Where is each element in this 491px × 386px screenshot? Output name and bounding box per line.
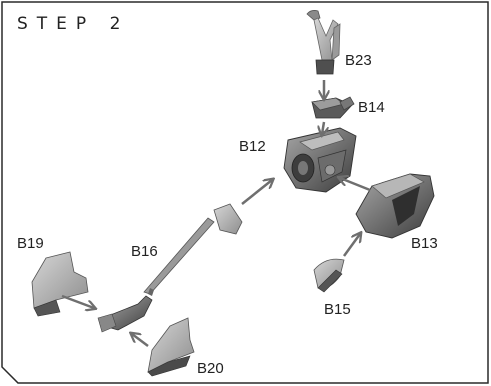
part-b23 [306,10,341,75]
arrow-b20-to-b16 [132,334,149,347]
label-b12: B12 [239,138,266,155]
arrow-b15-to-b13 [342,234,360,257]
part-b19 [31,251,89,317]
part-b15 [313,258,345,293]
arrow-b19-to-b16 [61,294,94,308]
label-b14: B14 [358,99,385,116]
part-b13 [355,173,435,239]
label-b15: B15 [324,301,351,318]
label-b13: B13 [411,235,438,252]
arrow-b14-to-b12 [322,121,324,134]
label-b16: B16 [131,243,158,260]
arrow-b13-to-b12 [340,178,371,192]
label-b20: B20 [197,360,224,377]
part-b12 [283,127,357,193]
assembly-arrows [61,80,371,347]
part-b14 [311,96,355,119]
label-b23: B23 [345,52,372,69]
part-b16 [97,203,243,333]
arrow-b16-to-b12 [241,180,272,205]
label-b19: B19 [17,235,44,252]
part-b20 [147,317,195,377]
step-title: STEP 2 [17,14,130,34]
